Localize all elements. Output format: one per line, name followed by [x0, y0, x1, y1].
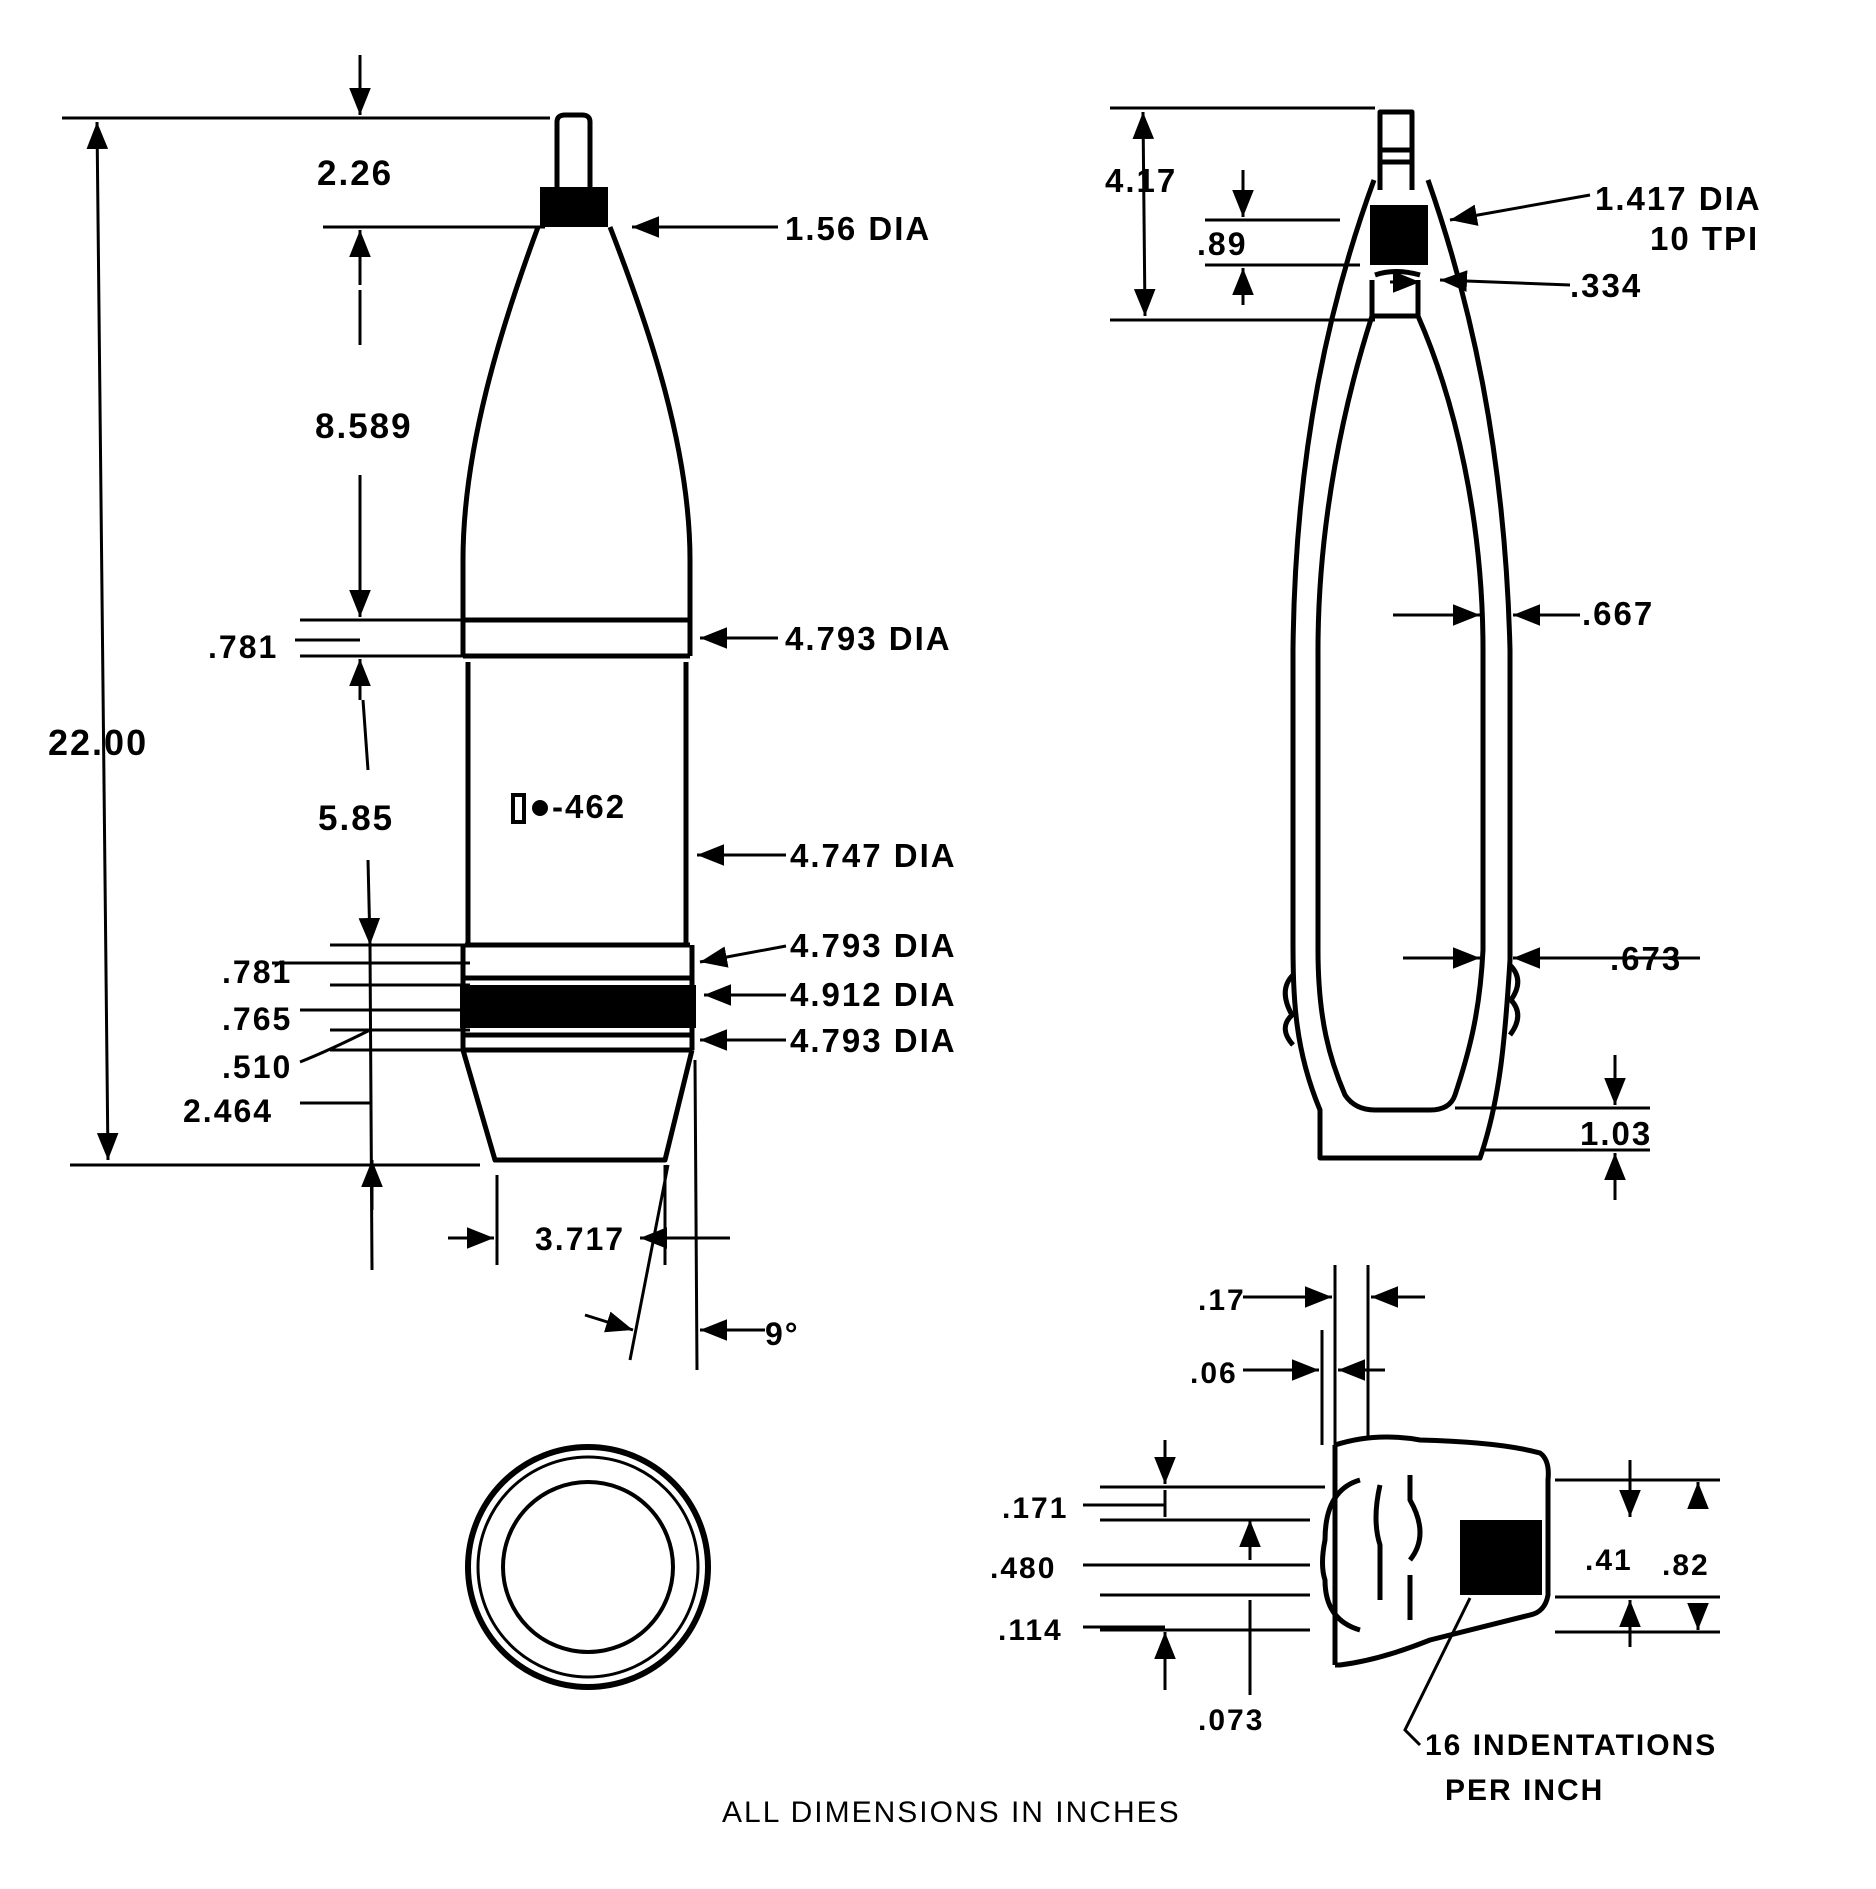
- boattail-angle-label: 9°: [765, 1316, 800, 1352]
- rotating-band: [460, 985, 696, 1028]
- side-wall-upper-label: .667: [1582, 595, 1654, 632]
- band-dim-480: .480: [990, 1552, 1056, 1585]
- marking-box-icon: [511, 793, 526, 824]
- bourrelet-front-dia-label: 4.793 DIA: [785, 620, 952, 657]
- band-dim-82: .82: [1662, 1549, 1710, 1582]
- thread-spec-line1: 1.417 DIA: [1595, 180, 1762, 217]
- band-dim-17: .17: [1198, 1284, 1246, 1317]
- ogive-outline: [460, 226, 541, 620]
- rear-band-dia-label: 4.793 DIA: [790, 1022, 957, 1059]
- nose-knurl: [540, 187, 608, 227]
- body-dia-label: 4.747 DIA: [790, 837, 957, 874]
- projectile-dimensions: [62, 55, 787, 1371]
- units-note: ALL DIMENSIONS IN INCHES: [722, 1796, 1181, 1829]
- fuze-length-label: 4.17: [1105, 162, 1177, 199]
- nose-length-label: 2.26: [317, 154, 393, 193]
- band-dim-114: .114: [998, 1614, 1063, 1647]
- thread-spec-line2: 10 TPI: [1650, 220, 1759, 257]
- side-wall-lower-label: .673: [1610, 940, 1682, 977]
- indentations-note-line1: 16 INDENTATIONS: [1425, 1729, 1717, 1762]
- outer-wall: [1290, 179, 1513, 1161]
- band-dim-41: .41: [1585, 1544, 1633, 1577]
- thread-length-label: .89: [1197, 226, 1247, 262]
- band3-width-label: .510: [222, 1049, 292, 1085]
- boattail-length-label: 2.464: [183, 1093, 273, 1129]
- nose-dia-label: 1.56 DIA: [785, 210, 931, 247]
- marking-dot-icon: [532, 800, 548, 816]
- band-dim-073: .073: [1198, 1704, 1264, 1737]
- projectile-side-view: [460, 112, 696, 1163]
- rotating-band-dia-label: 4.912 DIA: [790, 976, 957, 1013]
- knurled-band: [1460, 1520, 1542, 1595]
- overall-length-label: 22.00: [48, 722, 148, 763]
- band-dim-06: .06: [1190, 1357, 1238, 1390]
- rotating-band-width-label: .765: [222, 1001, 292, 1037]
- band-dim-171: .171: [1002, 1492, 1068, 1525]
- band2-width-label: .781: [222, 954, 292, 990]
- indentations-note-line2: PER INCH: [1445, 1774, 1604, 1807]
- boattail-outline: [460, 1049, 695, 1163]
- inner-wall: [1315, 314, 1486, 1113]
- band-detail-dimensions: [1083, 1265, 1720, 1747]
- ogive-length-label: 8.589: [315, 407, 413, 446]
- section-dimensions: [1110, 106, 1700, 1200]
- base-thickness-label: 1.03: [1580, 1115, 1652, 1152]
- thread-section: [1370, 205, 1428, 265]
- nose-wall-label: .334: [1570, 267, 1642, 304]
- base-end-view: [465, 1444, 711, 1690]
- band1-width-label: .781: [208, 629, 278, 665]
- nose-cap: [554, 112, 593, 187]
- bourrelet-rear-dia-label: 4.793 DIA: [790, 927, 957, 964]
- base-dia-label: 3.717: [535, 1221, 625, 1257]
- marking-label: -462: [552, 788, 626, 825]
- body-length-label: 5.85: [318, 799, 394, 838]
- projectile-section-view: [1282, 109, 1521, 1161]
- band-detail-view: [1320, 1434, 1551, 1668]
- band-outline: [1334, 1434, 1551, 1668]
